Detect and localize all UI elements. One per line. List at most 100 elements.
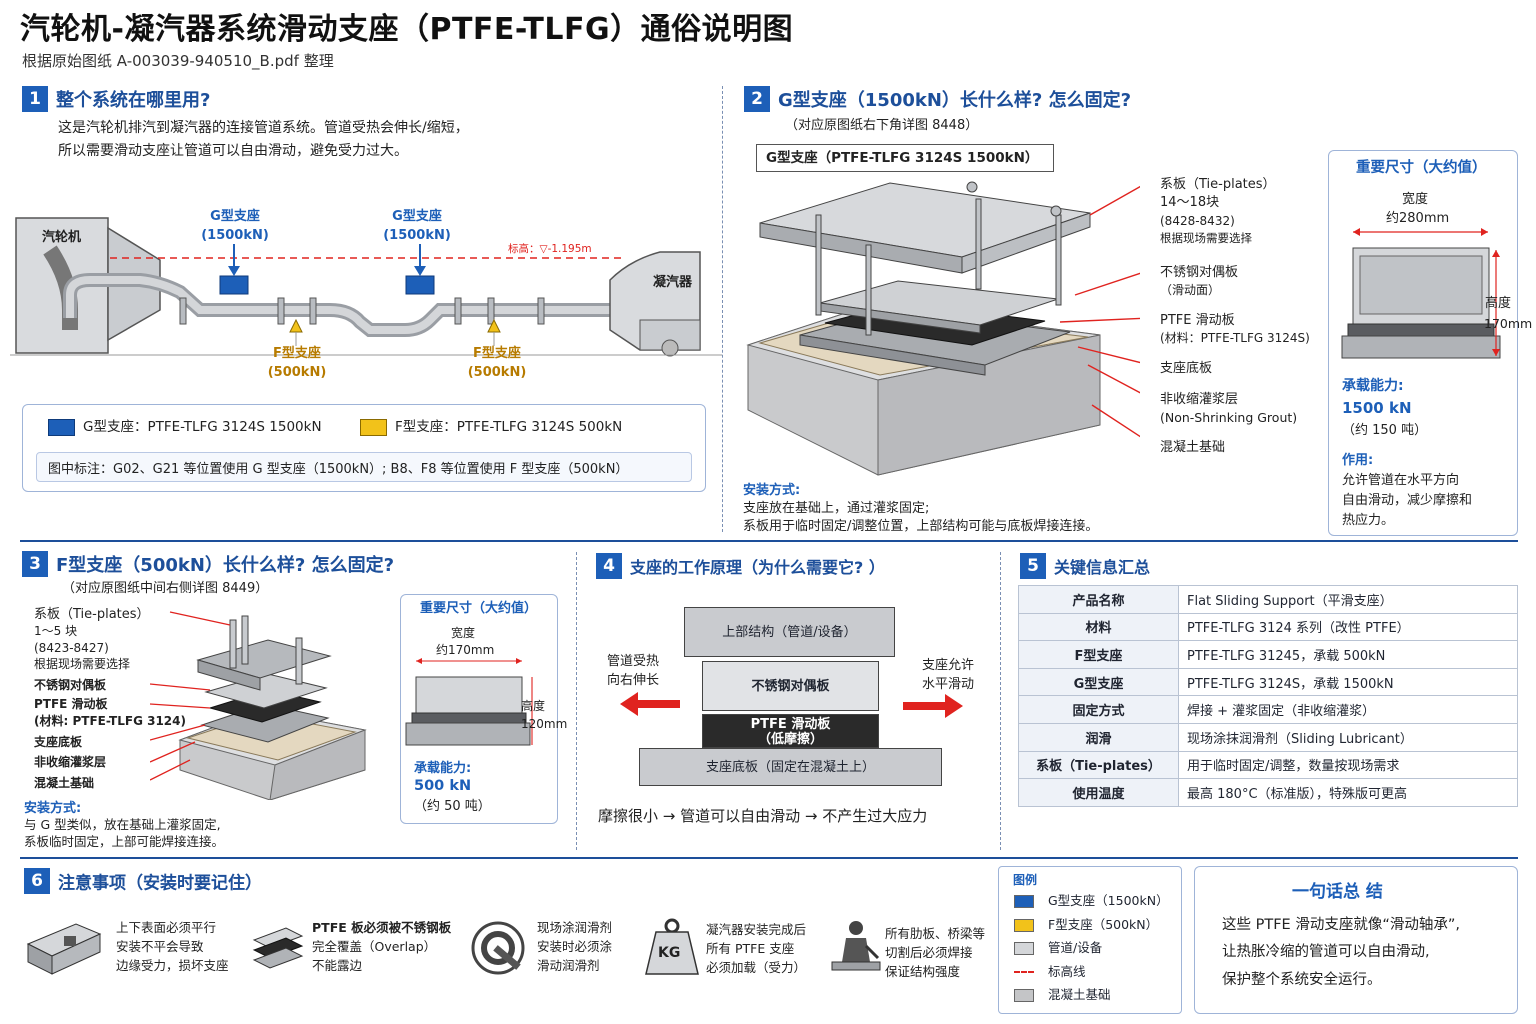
g-ss-label-1: 不锈钢对偶板 — [1160, 265, 1239, 280]
section-6-heading: 6 注意事项（安装时要记住） — [24, 868, 262, 894]
table-key: 产品名称 — [1018, 585, 1179, 614]
f-dim-w1: 宽度 — [451, 626, 476, 640]
f-cap-value-2: （约 50 吨） — [414, 799, 491, 814]
table-value: PTFE-TLFG 3124 系列（改性 PTFE） — [1178, 612, 1518, 642]
table-value: 焊接 + 灌浆固定（非收缩灌浆） — [1178, 695, 1518, 724]
summary-line-1: 这些 PTFE 滑动支座就像“滑动轴承”, — [1222, 917, 1460, 933]
table-key: F型支座 — [1018, 640, 1179, 669]
f-cap-title: 承载能力: — [414, 761, 472, 776]
f-dim-title: 重要尺寸（大约值） — [420, 601, 538, 616]
g-support-marker-2 — [405, 275, 435, 295]
elevation-label: 标高：▽-1.195m — [508, 243, 592, 255]
tip-1-line-1: 上下表面必须平行 — [116, 920, 217, 935]
parallel-surface-icon — [26, 923, 102, 975]
g-label-2-b: (1500kN) — [383, 228, 451, 243]
section-1-heading: 1 整个系统在哪里用? — [22, 86, 210, 112]
g-dim-w1: 宽度 — [1402, 192, 1429, 207]
g-ss-label-2: （滑动面） — [1160, 283, 1221, 297]
layer-ptfe-plate: PTFE 滑动板 （低摩擦） — [702, 714, 879, 748]
table-value: Flat Sliding Support（平滑支座） — [1178, 585, 1518, 614]
section-6-title: 注意事项（安装时要记住） — [58, 873, 262, 894]
overlap-plates-icon — [252, 927, 304, 969]
layer-upper-structure: 上部结构（管道/设备） — [684, 607, 895, 657]
s2-caption: G型支座（PTFE-TLFG 3124S 1500kN） — [766, 150, 1039, 166]
f-base-label: 支座底板 — [34, 735, 83, 749]
f-concrete-label: 混凝土基础 — [34, 776, 95, 790]
section-number: 6 — [24, 868, 50, 894]
legend-title: 图例 — [1013, 873, 1038, 887]
g-dim-h1: 高度 — [1485, 296, 1512, 311]
table-row: 使用温度最高 180°C（标准版），特殊版可更高 — [1018, 778, 1518, 807]
f-ss-label: 不锈钢对偶板 — [34, 678, 107, 692]
f-tie-label-2: 1～5 块 — [34, 624, 78, 638]
tip-3-line-3: 滑动润滑剂 — [537, 958, 600, 973]
g-base-label: 支座底板 — [1160, 361, 1213, 376]
page-title: 汽轮机-凝汽器系统滑动支座（PTFE-TLFG）通俗说明图 — [20, 12, 794, 47]
system-schematic — [10, 217, 722, 357]
legend-item-pipe: 管道/设备 — [1014, 936, 1169, 960]
kg-weight-label: KG — [658, 945, 681, 961]
legend-swatch-concrete — [1014, 989, 1034, 1002]
g-label-2-a: G型支座 — [392, 209, 442, 224]
legend-item-f: F型支座（500kN） — [1014, 913, 1169, 937]
g-grout-label-2: (Non-Shrinking Grout) — [1160, 410, 1298, 425]
f-ptfe-label-2: (材料: PTFE-TLFG 3124) — [34, 714, 186, 728]
legend-swatch-f — [1014, 918, 1034, 932]
s2-install-1: 支座放在基础上，通过灌浆固定; — [743, 501, 930, 516]
table-value: PTFE-TLFG 31245，承载 500kN — [1178, 640, 1518, 669]
legend-item-g: G型支座（1500kN） — [1014, 889, 1169, 913]
welder-icon — [831, 921, 881, 971]
legend-label-g: G型支座（1500kN） — [1048, 893, 1169, 908]
section-number: 1 — [22, 86, 48, 112]
g-dim-h2: 170mm — [1484, 316, 1533, 331]
s4-right-1: 支座允许 — [922, 658, 975, 673]
g-tie-label-1: 系板（Tie-plates） — [1160, 177, 1276, 192]
g-label-1-a: G型支座 — [210, 209, 260, 224]
tip-5-line-1: 所有肋板、桥梁等 — [885, 926, 986, 941]
table-key: 润滑 — [1018, 722, 1179, 752]
summary-line-3: 保护整个系统安全运行。 — [1222, 972, 1382, 988]
legend-item-concrete: 混凝土基础 — [1014, 983, 1169, 1007]
s3-install-title: 安装方式: — [24, 801, 82, 816]
table-key: 固定方式 — [1018, 695, 1179, 724]
s1-desc-2: 所以需要滑动支座让管道可以自由滑动，避免受力过大。 — [58, 143, 408, 159]
section-3-title: F型支座（500kN）长什么样? 怎么固定? — [56, 555, 395, 576]
tip-4-line-2: 所有 PTFE 支座 — [706, 941, 795, 956]
section-1-title: 整个系统在哪里用? — [56, 90, 211, 111]
g-cap-title: 承载能力: — [1342, 378, 1404, 394]
table-value: 现场涂抹润滑剂（Sliding Lubricant） — [1178, 722, 1518, 752]
s2-reference: （对应原图纸右下角详图 8448） — [785, 118, 979, 133]
tip-5-line-3: 保证结构强度 — [885, 964, 961, 979]
s3-reference: （对应原图纸中间右侧详图 8449） — [62, 581, 269, 596]
s4-bottom-text: 摩擦很小 → 管道可以自由滑动 → 不产生过大应力 — [598, 807, 928, 825]
g-cap-value: 1500 kN — [1342, 399, 1412, 417]
s1-note: 图中标注：G02、G21 等位置使用 G 型支座（1500kN）; B8、F8 … — [48, 462, 629, 477]
g-tie-label-3: (8428-8432) — [1160, 214, 1235, 228]
f-dim-w2: 约170mm — [436, 643, 495, 657]
g-use-1: 允许管道在水平方向 — [1342, 473, 1460, 488]
g-cap-value-2: （约 150 吨） — [1342, 423, 1428, 438]
tip-2-line-2: 完全覆盖（Overlap） — [312, 939, 437, 954]
tip-1-line-3: 边缘受力，损坏支座 — [116, 958, 229, 973]
turbine-label: 汽轮机 — [42, 230, 82, 245]
section-5-title: 关键信息汇总 — [1054, 558, 1151, 577]
kg-weight-icon — [645, 918, 699, 975]
g-use-title: 作用: — [1342, 453, 1374, 468]
g-grout-label-1: 非收缩灌浆层 — [1160, 392, 1239, 407]
s4-left-1: 管道受热 — [607, 654, 660, 669]
table-key: 材料 — [1018, 612, 1179, 642]
tip-3-line-1: 现场涂润滑剂 — [537, 920, 613, 935]
s2-install-title: 安装方式: — [743, 483, 801, 498]
section-4-title: 支座的工作原理（为什么需要它? ） — [630, 558, 885, 577]
s1-desc-1: 这是汽轮机排汽到凝汽器的连接管道系统。管道受热会伸长/缩短， — [58, 120, 469, 136]
s1-note-box — [36, 452, 692, 482]
f-label-1-b: (500kN) — [267, 365, 327, 380]
table-row: 系板（Tie-plates）用于临时固定/调整，数量按现场需求 — [1018, 750, 1518, 780]
f-cap-value: 500 kN — [414, 778, 472, 794]
legend-item-elev: 标高线 — [1014, 960, 1169, 984]
arrow-left-icon — [620, 692, 680, 716]
